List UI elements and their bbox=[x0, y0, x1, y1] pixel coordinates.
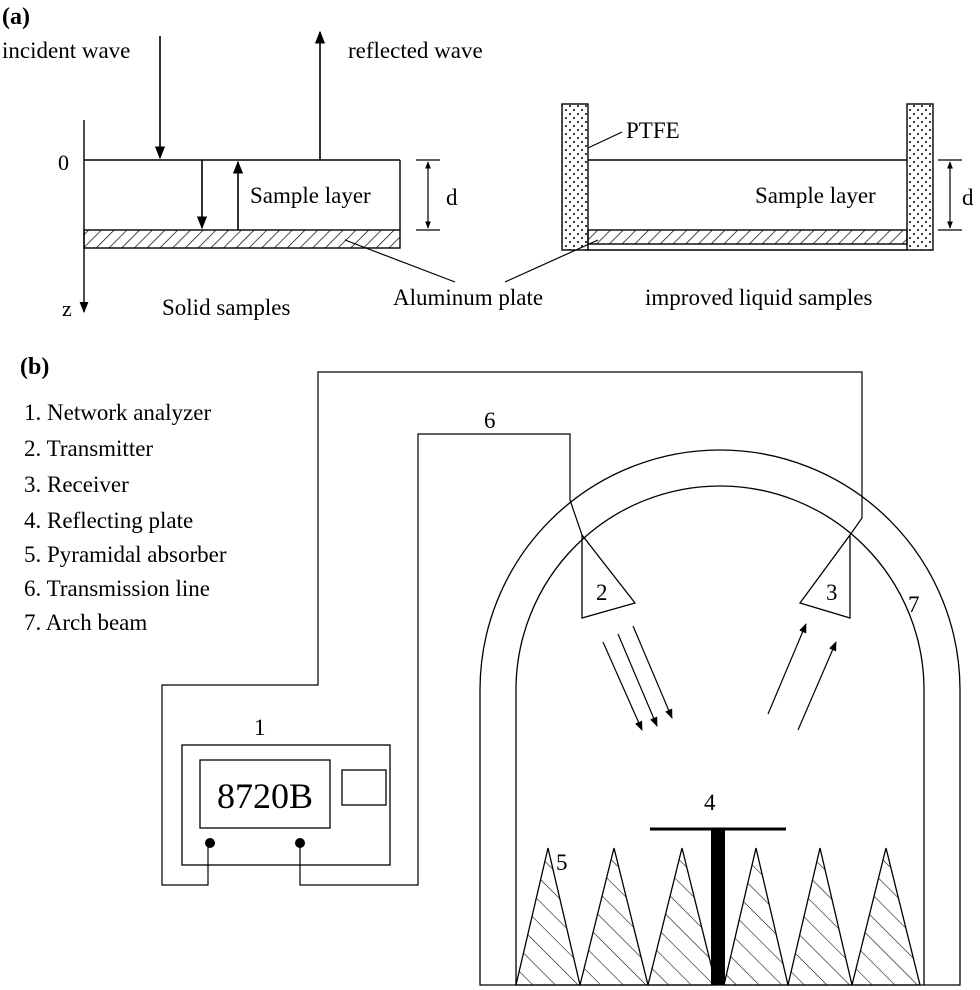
legend-item-3: 3. Receiver bbox=[24, 472, 129, 497]
analyzer-case bbox=[181, 744, 391, 866]
incident-wave-arrow-1 bbox=[602, 641, 643, 731]
ptfe-leader bbox=[587, 131, 623, 149]
analyzer-panel bbox=[341, 769, 387, 806]
reflected-wave-label: reflected wave bbox=[348, 38, 483, 63]
aluminum-leader-left bbox=[344, 239, 456, 283]
panel-a: (a) z 0 incident wave reflected wave Sam… bbox=[2, 4, 974, 321]
pyramidal-absorbers bbox=[515, 847, 921, 986]
aluminum-plate-liquid bbox=[587, 229, 908, 245]
transmission-line-callout: 6 bbox=[484, 408, 496, 433]
arch-beam-inner bbox=[515, 485, 925, 985]
arch-beam bbox=[479, 449, 961, 986]
analyzer-callout: 1 bbox=[254, 715, 266, 740]
analyzer-port-1 bbox=[205, 838, 215, 848]
sample-layer-label-liquid: Sample layer bbox=[755, 183, 876, 208]
panel-b-tag: (b) bbox=[20, 354, 49, 380]
liquid-sample-diagram: PTFE Sample layer d improved liquid samp… bbox=[561, 103, 974, 310]
incident-wave-label: incident wave bbox=[2, 38, 130, 63]
network-analyzer: 8720B bbox=[181, 744, 391, 866]
zero-label: 0 bbox=[58, 150, 69, 175]
aluminum-plate-label: Aluminum plate bbox=[393, 285, 543, 310]
absorber-1 bbox=[515, 847, 581, 986]
absorber-6 bbox=[851, 847, 921, 986]
analyzer-screen bbox=[199, 759, 331, 829]
ptfe-label: PTFE bbox=[626, 118, 680, 143]
transmitter-horn bbox=[581, 533, 637, 619]
transmission-line-to-transmitter bbox=[299, 433, 583, 886]
ptfe-wall-left bbox=[561, 103, 589, 251]
sample-layer-label-solid: Sample layer bbox=[250, 183, 371, 208]
z-axis-label: z bbox=[62, 296, 72, 321]
ptfe-wall-right bbox=[906, 103, 934, 251]
receiver-callout: 3 bbox=[826, 580, 838, 605]
transmission-line-to-receiver bbox=[161, 371, 863, 886]
legend-item-1: 1. Network analyzer bbox=[24, 400, 211, 425]
panel-a-tag: (a) bbox=[2, 4, 30, 30]
receiver-horn bbox=[798, 533, 851, 619]
aluminum-plate-solid bbox=[83, 229, 401, 249]
legend-item-6: 6. Transmission line bbox=[24, 576, 210, 601]
liquid-samples-label: improved liquid samples bbox=[645, 285, 872, 310]
absorber-callout: 5 bbox=[556, 850, 568, 875]
legend-item-4: 4. Reflecting plate bbox=[24, 508, 193, 533]
absorber-5 bbox=[787, 847, 853, 986]
reflected-wave-arrow-2 bbox=[797, 641, 837, 731]
legend-item-2: 2. Transmitter bbox=[24, 436, 153, 461]
thickness-label-solid: d bbox=[446, 185, 458, 210]
absorber-3 bbox=[647, 847, 717, 986]
panel-b: (b) 1. Network analyzer 2. Transmitter 3… bbox=[20, 354, 961, 986]
reflecting-plate bbox=[650, 827, 786, 985]
arch-beam-callout: 7 bbox=[908, 592, 920, 617]
thickness-label-liquid: d bbox=[962, 185, 974, 210]
reflected-wave-arrow-1 bbox=[767, 623, 807, 715]
arch-beam-outer bbox=[479, 449, 961, 986]
incident-wave-arrow-3 bbox=[632, 625, 673, 719]
reflecting-plate-callout: 4 bbox=[704, 790, 716, 815]
legend-item-5: 5. Pyramidal absorber bbox=[24, 542, 227, 567]
transmitter-callout: 2 bbox=[596, 580, 608, 605]
absorber-2 bbox=[579, 847, 649, 986]
analyzer-port-2 bbox=[295, 838, 305, 848]
legend: 1. Network analyzer 2. Transmitter 3. Re… bbox=[24, 400, 227, 635]
solid-samples-label: Solid samples bbox=[162, 295, 290, 320]
legend-item-7: 7. Arch beam bbox=[24, 610, 147, 635]
analyzer-model-label: 8720B bbox=[217, 776, 313, 816]
incident-wave-arrow-2 bbox=[617, 633, 658, 727]
reflecting-plate-stand bbox=[711, 829, 725, 985]
absorber-4 bbox=[723, 847, 789, 986]
solid-sample-diagram: z 0 incident wave reflected wave Sample … bbox=[2, 30, 483, 321]
